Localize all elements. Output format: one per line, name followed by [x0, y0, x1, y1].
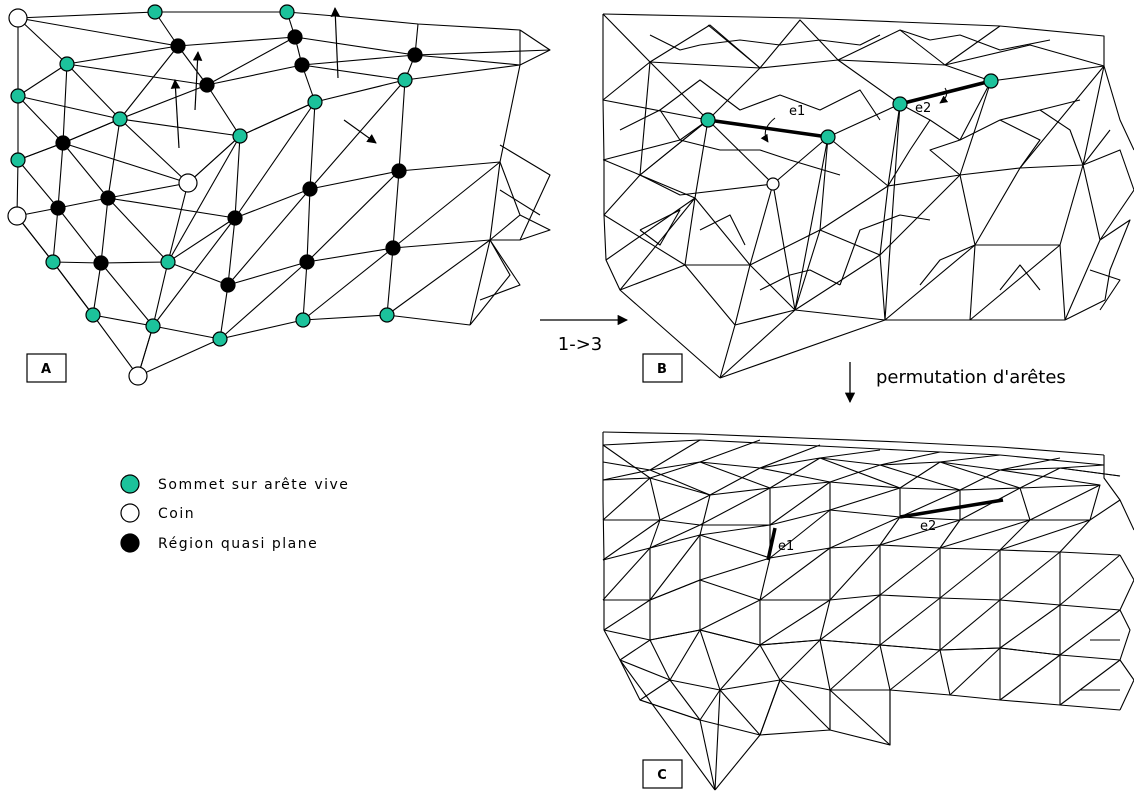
sharp-edge-vertex — [59, 56, 75, 72]
planar-vertex — [220, 277, 236, 293]
edge-e2-b — [899, 79, 992, 106]
mesh-a — [16, 11, 551, 377]
corner-vertex — [128, 366, 148, 386]
flow-arrows-a — [170, 7, 377, 149]
planar-vertex — [287, 29, 303, 45]
sharp-edge-vertex — [820, 129, 836, 145]
planar-vertex — [407, 47, 423, 63]
mesh-b — [602, 13, 1134, 379]
vertices-a — [7, 4, 423, 386]
panel-b-box — [642, 353, 683, 383]
sharp-edge-vertex — [112, 111, 128, 127]
legend: Sommet sur arête vive Coin Région quasi … — [120, 474, 349, 553]
legend-planar-label: Région quasi plane — [158, 536, 318, 552]
edge-e2-label-c: e2 — [920, 519, 936, 534]
planar-vertex — [227, 210, 243, 226]
edge-e1-c — [766, 527, 777, 561]
sharp-edge-vertex — [379, 307, 395, 323]
sharp-edge-vertex — [45, 254, 61, 270]
sharp-edge-vertex — [307, 94, 323, 110]
edge-swap-label: permutation d'arêtes — [876, 367, 1066, 388]
sharp-edge-vertex — [10, 152, 26, 168]
corner-vertex — [8, 8, 28, 28]
edge-e2-label-b: e2 — [915, 101, 931, 116]
panel-c-box — [642, 759, 683, 789]
legend-sharp-edge-label: Sommet sur arête vive — [158, 477, 349, 493]
edge-e2-c — [899, 498, 1004, 519]
planar-vertex — [100, 190, 116, 206]
sharp-edge-vertex — [145, 318, 161, 334]
sharp-edge-vertex — [232, 128, 248, 144]
swap-arrows-b — [760, 87, 949, 143]
sharp-edge-vertex — [983, 73, 999, 89]
planar-vertex — [55, 135, 71, 151]
planar-vertex — [93, 255, 109, 271]
sharp-edge-vertex — [212, 331, 228, 347]
sharp-edge-vertex — [295, 312, 311, 328]
sharp-edge-vertex — [10, 88, 26, 104]
sharp-edge-vertex — [160, 254, 176, 270]
legend-sharp-edge-swatch — [120, 474, 140, 494]
corner-vertex — [178, 173, 198, 193]
sharp-edge-vertex — [147, 4, 163, 20]
planar-vertex — [199, 77, 215, 93]
panel-a-label: A — [41, 362, 51, 377]
planar-vertex — [170, 38, 186, 54]
planar-vertex — [391, 163, 407, 179]
sharp-edge-vertex — [279, 4, 295, 20]
planar-vertex — [299, 254, 315, 270]
panel-a-box — [26, 353, 67, 383]
edge-e1-label-b: e1 — [789, 104, 805, 119]
panel-c-label: C — [657, 768, 667, 783]
legend-planar-swatch — [120, 533, 140, 553]
vertices-b — [700, 73, 999, 191]
subdivision-label: 1->3 — [558, 334, 602, 355]
edge-e1-label-c: e1 — [778, 539, 794, 554]
legend-corner-label: Coin — [158, 506, 195, 522]
sharp-edge-vertex — [892, 96, 908, 112]
mesh-c — [602, 431, 1134, 791]
sharp-edge-vertex — [397, 72, 413, 88]
edge-e1-b — [707, 118, 829, 139]
legend-corner-swatch — [120, 503, 140, 523]
planar-vertex — [294, 57, 310, 73]
planar-vertex — [385, 240, 401, 256]
corner-vertex — [766, 177, 780, 191]
sharp-edge-vertex — [85, 307, 101, 323]
corner-vertex — [7, 206, 27, 226]
panel-b-label: B — [657, 362, 667, 377]
sharp-edge-vertex — [700, 112, 716, 128]
planar-vertex — [302, 181, 318, 197]
planar-vertex — [50, 200, 66, 216]
